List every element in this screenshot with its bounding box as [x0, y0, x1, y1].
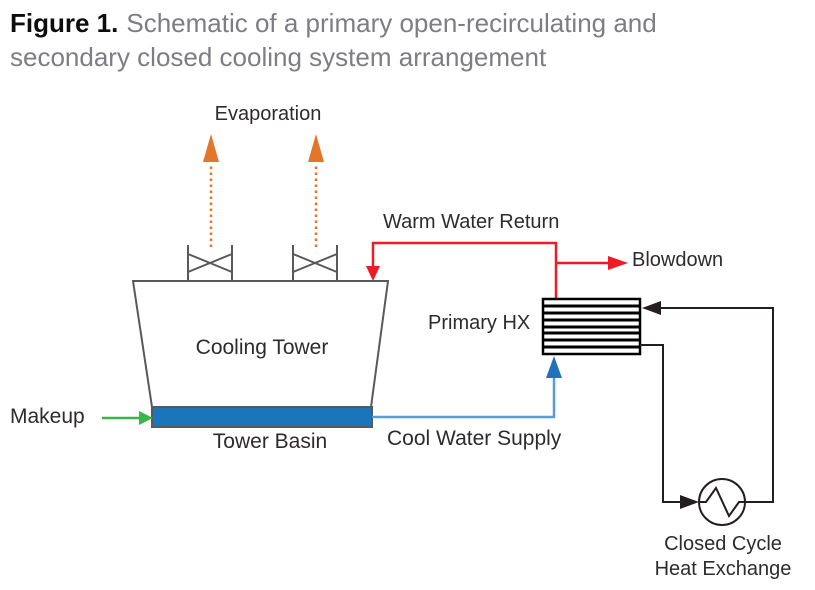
- figure-label: Figure 1.: [10, 8, 119, 38]
- warm-water-return-line: [366, 241, 558, 299]
- primary-hx-label: Primary HX: [428, 312, 531, 334]
- blowdown-arrow: [556, 256, 628, 270]
- tower-basin-shape: [151, 406, 373, 428]
- tower-basin-label: Tower Basin: [212, 430, 328, 453]
- closed-cycle-label-line2: Heat Exchange: [654, 558, 792, 580]
- fan-icon: [292, 245, 338, 280]
- cooling-tower-label: Cooling Tower: [195, 336, 329, 359]
- closed-loop-return-line: [642, 301, 774, 503]
- figure-title-text: Schematic of a primary open-recirculatin…: [10, 8, 657, 72]
- warm-water-return-label: Warm Water Return: [383, 211, 560, 233]
- figure-title: Figure 1.Schematic of a primary open-rec…: [10, 6, 715, 74]
- makeup-arrow: [102, 411, 153, 425]
- cool-water-supply-label: Cool Water Supply: [387, 427, 562, 450]
- closed-cycle-heat-exchange-label: Closed Cycle Heat Exchange: [645, 532, 801, 582]
- makeup-label: Makeup: [10, 405, 85, 428]
- cool-water-supply-line: [372, 356, 562, 419]
- evaporation-arrow: [308, 134, 324, 247]
- blowdown-label: Blowdown: [632, 249, 724, 271]
- evaporation-arrow: [203, 134, 219, 247]
- primary-hx-symbol: [541, 297, 642, 356]
- closed-loop-supply-line: [640, 344, 699, 509]
- closed-cycle-label-line1: Closed Cycle: [664, 533, 782, 555]
- evaporation-label: Evaporation: [214, 103, 322, 125]
- fan-icon: [187, 245, 233, 280]
- heat-exchanger-icon: [698, 478, 746, 526]
